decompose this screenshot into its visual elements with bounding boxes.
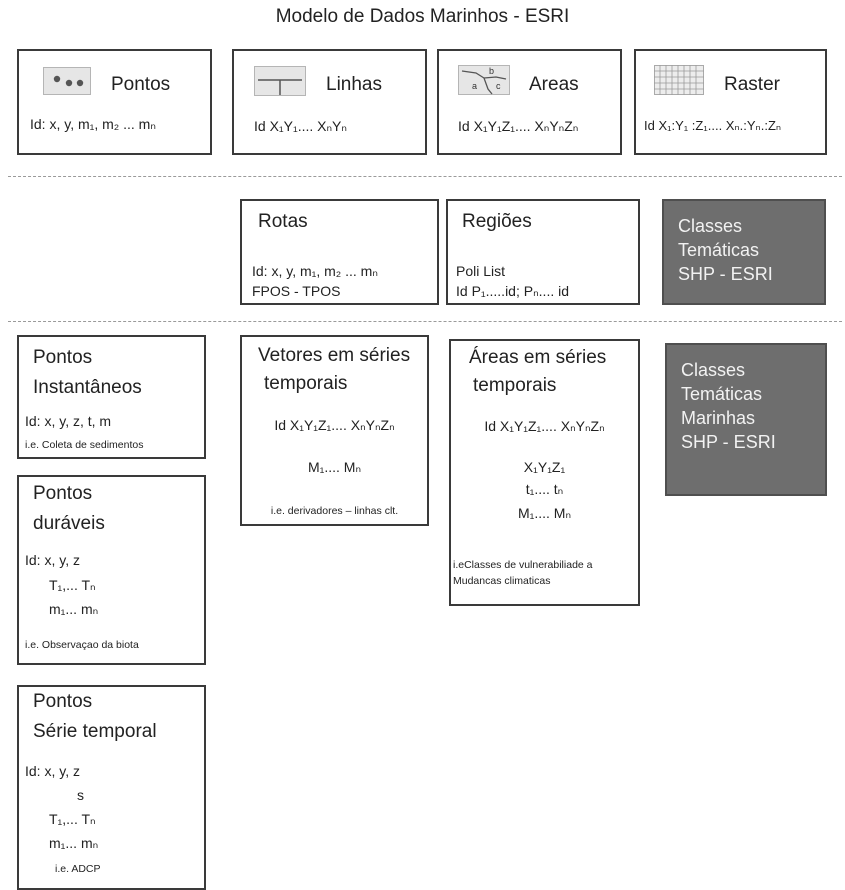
raster-formula: Id X₁:Y₁ :Z₁.... Xₙ.:Yₙ.:Zₙ [644, 118, 782, 133]
vetores-box: Vetores em séries temporais Id X₁Y₁Z₁...… [240, 335, 429, 526]
raster-label: Raster [724, 74, 780, 95]
pontos-dur-line2: T₁,... Tₙ [49, 577, 96, 593]
pontos-formula: Id: x, y, m₁, m₂ ... mₙ [30, 116, 156, 132]
areas-icon: a b c [458, 65, 510, 95]
areas-label: Areas [529, 74, 579, 95]
pontos-serie-box: Pontos Série temporal Id: x, y, z s T₁,.… [17, 685, 206, 890]
pontos-inst-title2: Instantâneos [33, 377, 142, 398]
diagram-title: Modelo de Dados Marinhos - ESRI [275, 6, 570, 27]
linhas-formula: Id X₁Y₁.... XₙYₙ [254, 118, 347, 134]
pontos-duraveis-box: Pontos duráveis Id: x, y, z T₁,... Tₙ m₁… [17, 475, 206, 665]
vetores-m: M₁.... Mₙ [307, 459, 362, 475]
areas-series-formula: Id X₁Y₁Z₁.... XₙYₙZₙ [484, 418, 605, 434]
classes-marinhas-line3: Marinhas [681, 408, 756, 428]
raster-box: Raster Id X₁:Y₁ :Z₁.... Xₙ.:Yₙ.:Zₙ [634, 49, 827, 155]
pontos-dur-title1: Pontos [33, 483, 93, 504]
lines-icon [254, 66, 306, 96]
divider-top [8, 176, 842, 177]
regioes-line1: Poli List [456, 263, 506, 279]
linhas-label: Linhas [326, 74, 382, 95]
pontos-box: Pontos Id: x, y, m₁, m₂ ... mₙ [17, 49, 212, 155]
classes-shp-line3: SHP - ESRI [678, 264, 773, 284]
areas-series-example2: Mudancas climaticas [453, 575, 551, 587]
pontos-dur-title2: duráveis [33, 513, 105, 534]
linhas-box: Linhas Id X₁Y₁.... XₙYₙ [232, 49, 427, 155]
vetores-example: i.e. derivadores – linhas clt. [270, 505, 399, 517]
rotas-label: Rotas [258, 211, 308, 232]
rotas-line1: Id: x, y, m₁, m₂ ... mₙ [252, 263, 378, 279]
classes-marinhas-line4: SHP - ESRI [681, 432, 776, 452]
classes-marinhas-line2: Temáticas [681, 384, 763, 404]
regioes-label: Regiões [462, 211, 532, 232]
rotas-box: Rotas Id: x, y, m₁, m₂ ... mₙ FPOS - TPO… [240, 199, 439, 305]
rotas-line2: FPOS - TPOS [252, 283, 341, 299]
areas-series-example1: i.eClasses de vulnerabiliade a [453, 559, 593, 571]
classes-marinhas-box: Classes Temáticas Marinhas SHP - ESRI [665, 343, 827, 496]
area-letter-a: a [472, 81, 477, 91]
vetores-title1: Vetores em séries [258, 345, 411, 366]
pontos-instantaneos-box: Pontos Instantâneos Id: x, y, z, t, m i.… [17, 335, 206, 459]
vetores-formula: Id X₁Y₁Z₁.... XₙYₙZₙ [274, 417, 395, 433]
regioes-box: Regiões Poli List Id P₁.....id; Pₙ.... i… [446, 199, 640, 305]
areas-series-box: Áreas em séries temporais Id X₁Y₁Z₁.... … [449, 339, 640, 606]
pontos-serie-line1: Id: x, y, z [25, 763, 80, 779]
pontos-dur-line1: Id: x, y, z [25, 552, 80, 568]
points-icon [43, 67, 91, 95]
pontos-dur-line3: m₁... mₙ [49, 601, 99, 617]
areas-series-xyz: X₁Y₁Z₁ [523, 459, 566, 475]
pontos-inst-example: i.e. Coleta de sedimentos [25, 439, 144, 451]
areas-box: a b c Areas Id X₁Y₁Z₁.... XₙYₙZₙ [437, 49, 622, 155]
pontos-serie-title1: Pontos [33, 691, 93, 712]
regioes-line2: Id P₁.....id; Pₙ.... id [456, 283, 570, 299]
classes-shp-line1: Classes [678, 216, 743, 236]
pontos-serie-example: i.e. ADCP [55, 863, 101, 875]
pontos-inst-formula: Id: x, y, z, t, m [25, 413, 112, 429]
pontos-serie-line3: T₁,... Tₙ [49, 811, 96, 827]
pontos-inst-title1: Pontos [33, 347, 93, 368]
classes-marinhas-line1: Classes [681, 360, 746, 380]
pontos-dur-example: i.e. Observaçao da biota [25, 639, 139, 651]
pontos-serie-line2: s [77, 787, 84, 803]
areas-series-title2: temporais [473, 375, 557, 396]
divider-bottom [8, 321, 842, 322]
grid-icon [654, 65, 704, 95]
pontos-label: Pontos [111, 74, 171, 95]
pontos-serie-title2: Série temporal [33, 721, 157, 742]
areas-formula: Id X₁Y₁Z₁.... XₙYₙZₙ [458, 118, 579, 134]
classes-shp-box: Classes Temáticas SHP - ESRI [662, 199, 826, 305]
classes-shp-line2: Temáticas [678, 240, 760, 260]
area-letter-c: c [496, 81, 501, 91]
areas-series-t: t₁.... tₙ [525, 481, 564, 497]
pontos-serie-line4: m₁... mₙ [49, 835, 99, 851]
areas-series-m: M₁.... Mₙ [517, 505, 572, 521]
area-letter-b: b [489, 66, 494, 76]
areas-series-title1: Áreas em séries [469, 347, 607, 368]
vetores-title2: temporais [264, 373, 348, 394]
